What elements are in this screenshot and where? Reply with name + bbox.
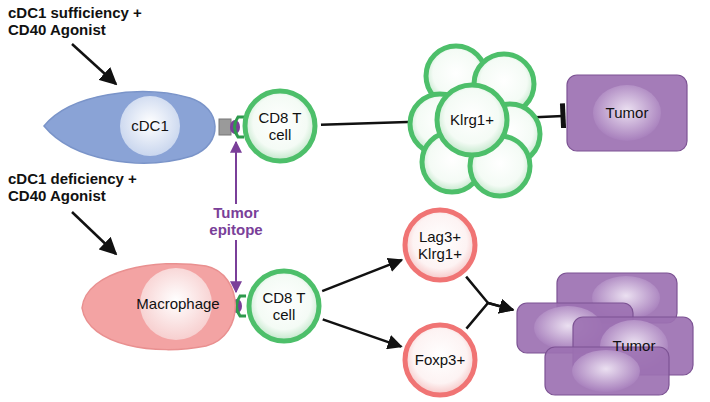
scenario-label: Tumor epitope	[200, 204, 272, 239]
cell-label: Lag3+ Klrg1+	[411, 228, 469, 263]
cell-node: cDC1	[40, 82, 220, 170]
cell-shape	[516, 270, 694, 398]
cell-node: CD8 T cell	[246, 268, 322, 344]
scenario-label: cDC1 deficiency + CD40 Agonist	[8, 170, 148, 205]
cell-label: Tumor	[604, 337, 664, 354]
arrow-connector	[466, 277, 513, 310]
cell-node: CD8 T cell	[242, 88, 318, 164]
epitope-label: Tumor epitope	[200, 204, 272, 239]
cell-node: Tumor	[516, 270, 694, 398]
cell-shape	[40, 82, 220, 170]
text-holder: Klrg1+	[442, 111, 502, 128]
text-holder: Macrophage	[130, 295, 226, 312]
text-holder: Tumor	[604, 337, 664, 354]
cell-label: Tumor	[597, 104, 657, 121]
text-holder: CD8 T cell	[257, 289, 311, 324]
arrow-connector	[466, 303, 513, 329]
text-holder: Tumor	[597, 104, 657, 121]
cell-node: Klrg1+	[410, 40, 540, 190]
receptor-symbol	[219, 117, 244, 137]
cell-label: Macrophage	[130, 295, 226, 312]
cell-label: CD8 T cell	[253, 109, 307, 144]
cell-label: Foxp3+	[410, 351, 470, 368]
text-holder: Lag3+ Klrg1+	[411, 228, 469, 263]
scenario-label: cDC1 sufficiency + CD40 Agonist	[8, 4, 148, 39]
cell-label: Klrg1+	[442, 111, 502, 128]
epitope-arrow	[235, 142, 237, 204]
pointer-arrow	[72, 44, 116, 84]
cell-node: Lag3+ Klrg1+	[402, 207, 478, 283]
text-holder: Foxp3+	[410, 351, 470, 368]
text-holder: CD8 T cell	[253, 109, 307, 144]
condition-label: cDC1 deficiency + CD40 Agonist	[8, 170, 148, 205]
epitope-arrow	[235, 240, 237, 292]
pointer-arrow	[72, 212, 116, 254]
cell-node: Macrophage	[76, 256, 242, 352]
condition-label: cDC1 sufficiency + CD40 Agonist	[8, 4, 148, 39]
text-holder: cDC1	[120, 117, 180, 134]
cell-label: cDC1	[120, 117, 180, 134]
cell-node: Tumor	[566, 74, 688, 152]
arrow-connector	[323, 319, 402, 346]
cell-label: CD8 T cell	[257, 289, 311, 324]
arrow-connector	[322, 260, 402, 291]
cell-node: Foxp3+	[402, 322, 478, 398]
